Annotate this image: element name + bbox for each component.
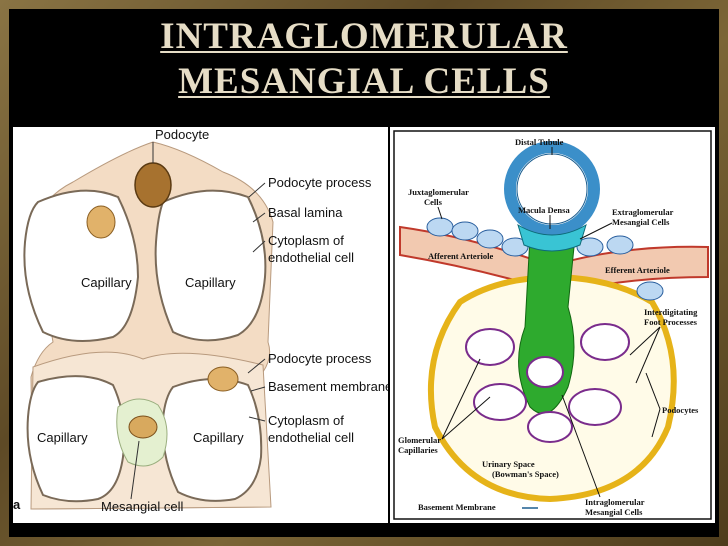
label-juxtaglomerular-line1: Juxtaglomerular [408,187,469,197]
label-extraglomerular-line2: Mesangial Cells [612,217,670,227]
label-intraglomerular-line1: Intraglomerular [585,497,645,507]
juxtaglomerular-cells [426,217,664,301]
right-leader-lines [437,147,661,498]
label-podocytes: Podocytes [662,405,699,415]
label-juxtaglomerular-line2: Cells [424,197,443,207]
label-capillary-bottom-left: Capillary [37,430,88,445]
right-diagram: Distal Tubule Juxtaglomerular Cells Macu… [393,130,712,520]
label-cytoplasm-1-line1: Cytoplasm of [268,233,344,248]
label-cytoplasm-2-line2: endothelial cell [268,430,354,445]
label-basement-membrane: Basement membrane [268,379,388,394]
podocyte-nucleus [134,162,172,208]
capillary-top-right-shape [154,189,267,342]
title-line-2: MESANGIAL CELLS [178,61,550,102]
label-urinary-space-line2: (Bowman's Space) [492,469,559,479]
title-line-1: INTRAGLOMERULAR [160,16,568,57]
label-afferent-arteriole: Afferent Arteriole [428,251,493,261]
label-urinary-space-line1: Urinary Space [482,459,535,469]
label-capillary-bottom-right: Capillary [193,430,244,445]
right-diagram-border [393,130,712,520]
left-leader-lines [130,142,266,500]
left-diagram: Podocyte Capillary Capillary Capillary C… [13,127,392,514]
label-podocyte-process-1: Podocyte process [268,175,372,190]
label-cytoplasm-2-line1: Cytoplasm of [268,413,344,428]
label-basal-lamina: Basal lamina [268,205,343,220]
label-macula-densa: Macula Densa [518,205,570,215]
macula-densa-shape [517,223,587,252]
label-interdigitating-line2: Foot Processes [644,317,698,327]
glomerular-capillary-loops [465,323,630,443]
label-podocyte: Podocyte [155,127,209,142]
label-glomerular-line2: Capillaries [398,445,438,455]
capillary-top-left-shape [23,189,140,342]
mesangial-nucleus [128,415,158,439]
label-distal-tubule: Distal Tubule [515,137,564,147]
capillary-bottom-left-shape [26,375,126,503]
panel-letter: a [13,497,21,512]
right-diagram-panel: Distal Tubule Juxtaglomerular Cells Macu… [390,127,715,523]
slide-title: INTRAGLOMERULAR MESANGIAL CELLS [9,14,719,104]
label-capillary-top-right: Capillary [185,275,236,290]
label-mesangial-cell: Mesangial cell [101,499,183,514]
label-interdigitating-line1: Interdigitating [644,307,698,317]
left-diagram-panel: Podocyte Capillary Capillary Capillary C… [13,127,392,523]
label-glomerular-line1: Glomerular [398,435,441,445]
endothelial-nucleus-2 [207,366,239,392]
label-intraglomerular-line2: Mesangial Cells [585,507,643,517]
label-efferent-arteriole: Efferent Arteriole [605,265,670,275]
label-basement-membrane: Basement Membrane [418,502,496,512]
endothelial-nucleus-1 [86,205,116,239]
label-extraglomerular-line1: Extraglomerular [612,207,674,217]
label-podocyte-process-2: Podocyte process [268,351,372,366]
label-capillary-top-left: Capillary [81,275,132,290]
label-cytoplasm-1-line2: endothelial cell [268,250,354,265]
